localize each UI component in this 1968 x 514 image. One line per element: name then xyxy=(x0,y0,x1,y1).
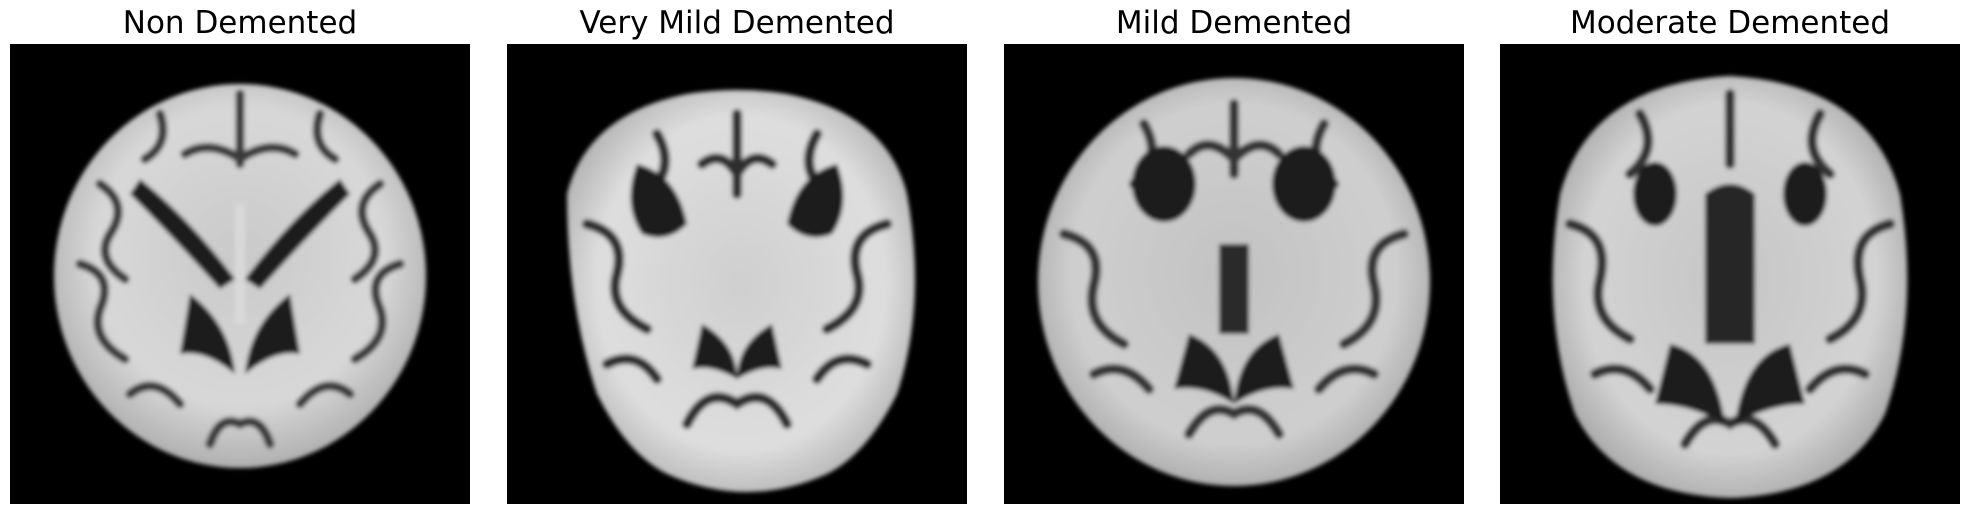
panel-non-demented: Non Demented xyxy=(10,0,470,514)
panel-title: Non Demented xyxy=(122,5,358,41)
mri-scan-image xyxy=(1500,44,1960,504)
panel-title: Moderate Demented xyxy=(1569,5,1891,41)
mri-scan-image xyxy=(1004,44,1464,504)
panel-mild-demented: Mild Demented xyxy=(1004,0,1464,514)
panel-title: Very Mild Demented xyxy=(579,5,895,41)
panel-very-mild-demented: Very Mild Demented xyxy=(507,0,967,514)
panel-moderate-demented: Moderate Demented xyxy=(1500,0,1960,514)
mri-scan-image xyxy=(10,44,470,504)
panel-title: Mild Demented xyxy=(1115,5,1353,41)
mri-scan-image xyxy=(507,44,967,504)
